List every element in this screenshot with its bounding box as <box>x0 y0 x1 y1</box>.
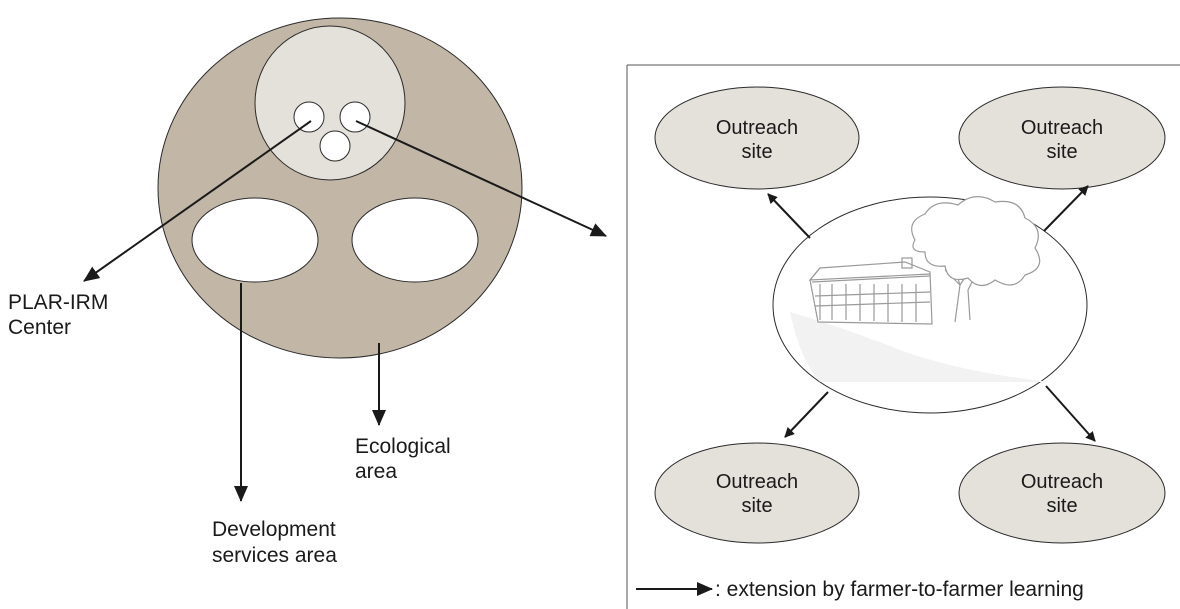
right-diagram: Outreach site Outreach site Outreach sit… <box>627 65 1180 609</box>
outreach-site-bottom-left <box>655 443 859 543</box>
extension-arrow-top-left <box>768 194 810 238</box>
ecological-label-line1: Ecological <box>355 435 451 458</box>
ecological-area-ellipse <box>352 198 478 282</box>
extension-arrow-top-right <box>1044 186 1088 231</box>
development-label-line1: Development <box>212 518 336 541</box>
outreach-site-bottom-right-line2: site <box>1046 495 1077 517</box>
plar-irm-label-line1: PLAR-IRM <box>8 291 108 314</box>
outreach-site-top-left-line2: site <box>741 141 772 163</box>
outreach-site-top-right-line2: site <box>1046 141 1077 163</box>
extension-arrow-bottom-left <box>785 392 828 437</box>
development-area-ellipse <box>192 198 318 282</box>
outreach-site-top-left-line1: Outreach <box>716 117 798 139</box>
legend-text: : extension by farmer-to-farmer learning <box>715 578 1084 601</box>
outreach-site-top-right-line1: Outreach <box>1021 117 1103 139</box>
extension-arrow-bottom-right <box>1046 386 1095 441</box>
left-diagram: PLAR-IRM Center Ecological area Developm… <box>8 18 606 567</box>
plar-irm-label-line2: Center <box>8 316 71 339</box>
outreach-site-bottom-left-line1: Outreach <box>716 471 798 493</box>
small-circle-left <box>294 102 324 132</box>
ecological-label-line2: area <box>355 460 397 483</box>
outreach-site-bottom-right-line1: Outreach <box>1021 471 1103 493</box>
development-label-line2: services area <box>212 544 337 567</box>
small-circle-bottom <box>320 131 350 161</box>
outreach-site-bottom-left-line2: site <box>741 495 772 517</box>
small-circle-right <box>340 102 370 132</box>
outreach-site-bottom-right <box>959 443 1165 543</box>
